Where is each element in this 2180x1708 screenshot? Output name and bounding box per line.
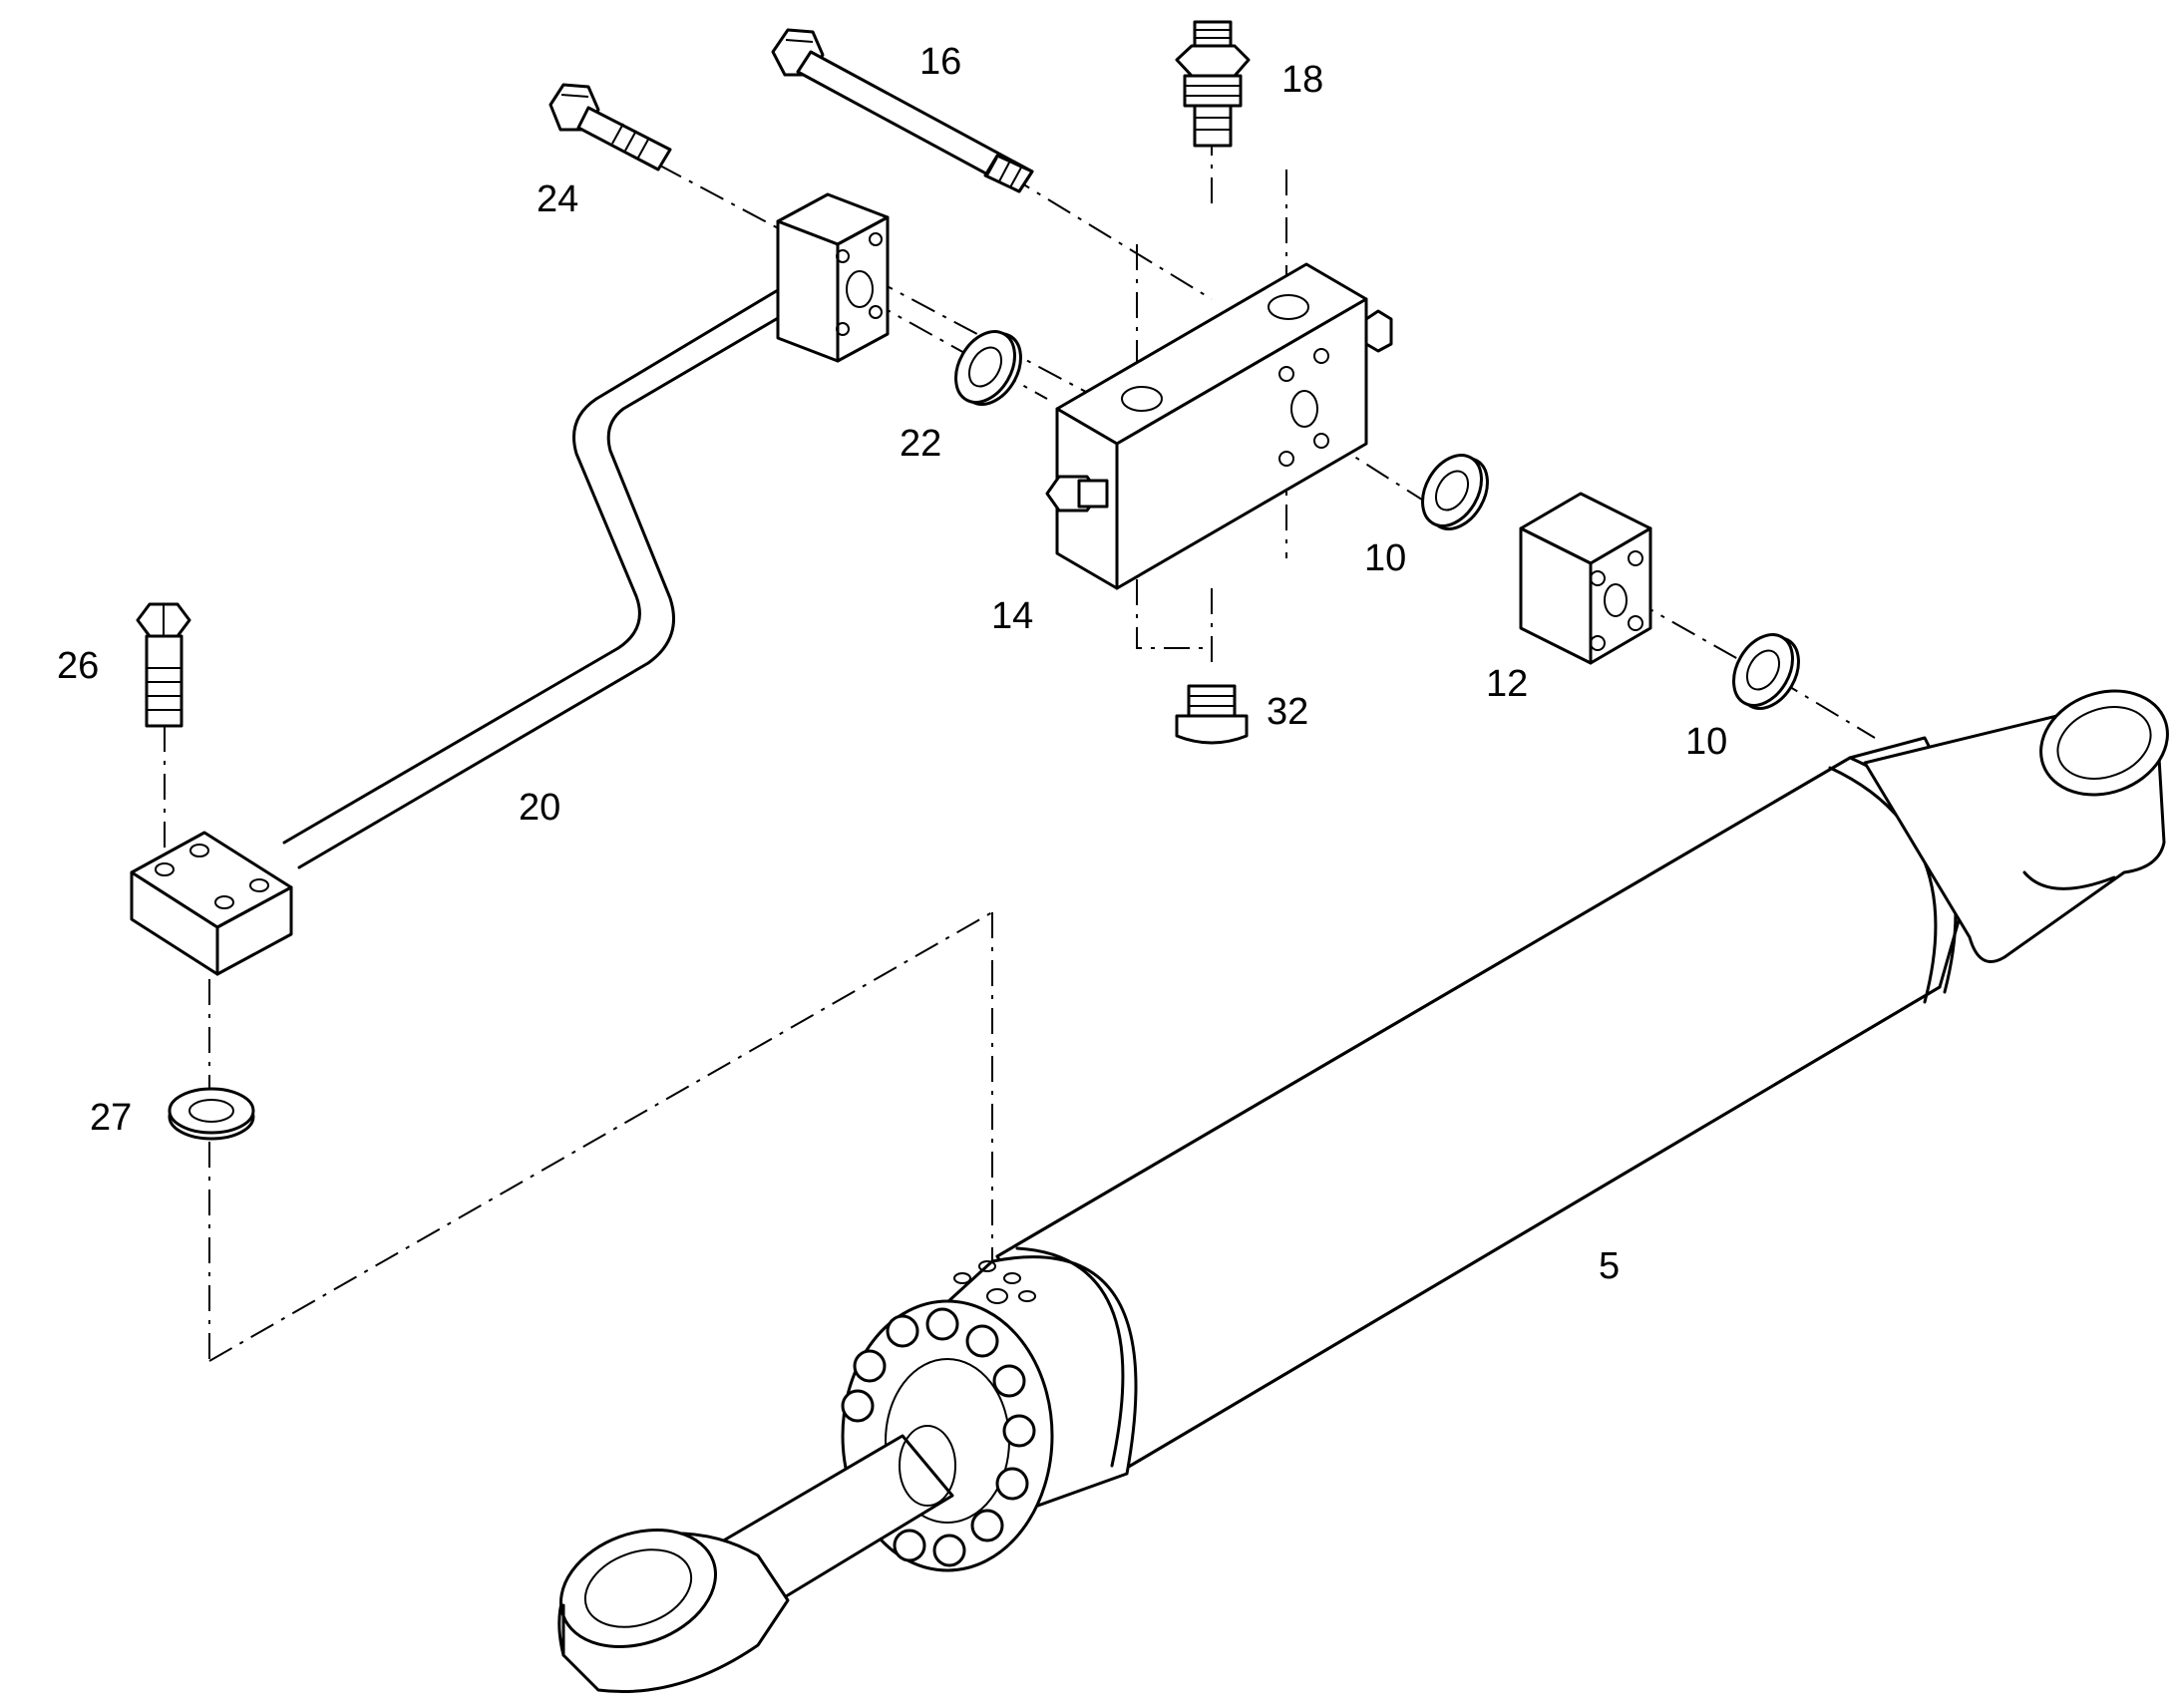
pipe-part-20: [130, 192, 890, 976]
callout-10-b: 10: [1685, 721, 1727, 763]
bolt-part-26: [136, 602, 191, 728]
valve-block-part-14: [1045, 262, 1393, 590]
callout-24: 24: [537, 178, 578, 220]
callout-10-a: 10: [1364, 537, 1406, 579]
seal-ring-part-22: [954, 330, 1022, 406]
callout-22: 22: [900, 423, 941, 465]
union-fitting-part-18: [1175, 20, 1251, 148]
washer-part-27: [168, 1087, 255, 1141]
flange-block-part-12: [1519, 492, 1652, 665]
callout-32: 32: [1267, 691, 1308, 733]
callout-5: 5: [1599, 1245, 1620, 1287]
callout-27: 27: [90, 1097, 132, 1139]
callout-12: 12: [1486, 663, 1528, 705]
callout-26: 26: [57, 645, 99, 687]
plug-part-32: [1175, 684, 1249, 745]
callout-labels: 5 10 10 12 14 16 18 20 22 24 26 27 32: [57, 41, 1727, 1287]
callout-20: 20: [519, 787, 560, 829]
seal-ring-part-10-b: [1732, 633, 1800, 710]
long-bolt-part-16: [771, 28, 1034, 193]
hydraulic-cylinder-part-5: [557, 689, 2169, 1694]
callout-14: 14: [991, 595, 1033, 637]
short-bolt-part-24: [548, 83, 672, 171]
seal-ring-part-10-a: [1421, 454, 1489, 530]
callout-18: 18: [1281, 59, 1323, 101]
callout-16: 16: [919, 41, 961, 83]
